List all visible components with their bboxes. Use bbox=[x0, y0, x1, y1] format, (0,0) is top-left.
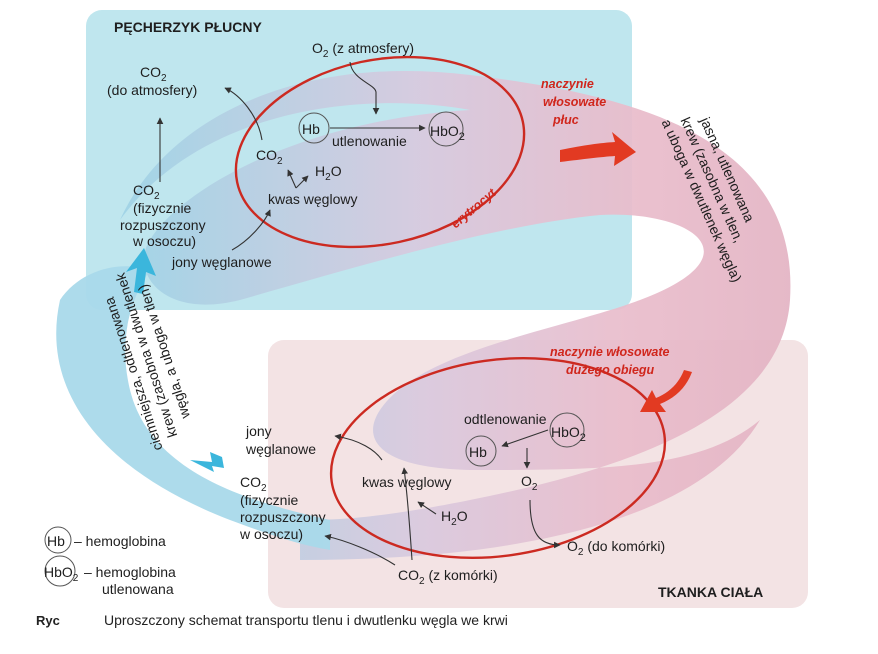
hbo2-circle-top bbox=[428, 111, 464, 147]
co2-plasma-top-4: w osoczu) bbox=[132, 233, 196, 249]
legend-hb-text: – hemoglobina bbox=[74, 533, 166, 549]
co2-to-atmosphere: CO2 bbox=[140, 64, 167, 84]
red-arrow-right bbox=[560, 132, 636, 166]
co2-plasma-top-2: (fizycznie bbox=[133, 200, 192, 216]
h2o-bottom: H2O bbox=[441, 508, 468, 528]
o2-released: O2 bbox=[521, 473, 538, 493]
legend-hbo2-text-1: – hemoglobina bbox=[84, 564, 176, 580]
hb-label-bottom: Hb bbox=[469, 444, 487, 460]
red-arrow-down bbox=[640, 370, 692, 412]
erythrocyte-top bbox=[234, 55, 526, 249]
co2-plasma-bottom-2: (fizycznie bbox=[240, 492, 299, 508]
kwas-weglowy-top: kwas węglowy bbox=[268, 191, 357, 207]
jony-bottom-1: jony bbox=[245, 423, 272, 439]
jony-weglanowe-top: jony węglanowe bbox=[171, 254, 272, 270]
caption-key: Ryc bbox=[36, 613, 60, 628]
utlenowanie-label: utlenowanie bbox=[332, 133, 407, 149]
erythrocyte-bottom bbox=[329, 356, 667, 560]
hb-circle-bottom bbox=[465, 435, 497, 467]
arrow-co2-cell-up bbox=[401, 467, 413, 561]
hbo2-label-bottom: HbO2 bbox=[551, 424, 586, 444]
kwas-weglowy-bottom: kwas węglowy bbox=[362, 474, 451, 490]
jony-bottom-2: węglanowe bbox=[245, 441, 316, 457]
hb-circle-top bbox=[298, 112, 330, 144]
naczynie-pluc-2: włosowate bbox=[543, 95, 606, 109]
co2-in-cell-top: CO2 bbox=[256, 147, 283, 167]
lung-alveolus-title: PĘCHERZYK PŁUCNY bbox=[114, 19, 262, 35]
arrow-co2-cell-to-plasma bbox=[324, 533, 396, 566]
arrow-co2-split-left bbox=[287, 169, 297, 189]
co2-plasma-bottom-4: w osoczu) bbox=[239, 526, 303, 542]
naczynie-pluc-3: płuc bbox=[552, 113, 579, 127]
blue-arrow-left bbox=[190, 452, 224, 472]
capillary-tube-lower-left bbox=[56, 266, 331, 550]
legend-hb-symbol: Hb bbox=[47, 533, 65, 549]
co2-from-cell: CO2 (z komórki) bbox=[398, 567, 498, 587]
co2-plasma-bottom-1: CO2 bbox=[240, 474, 267, 494]
arrow-co2-split-right bbox=[295, 175, 309, 189]
hb-label-top: Hb bbox=[302, 121, 320, 137]
arrow-o2-in bbox=[349, 61, 380, 115]
blue-arrow-up bbox=[126, 248, 156, 294]
arrow-kwas-to-jony bbox=[334, 433, 383, 461]
o2-from-atmosphere: O2 (z atmosfery) bbox=[312, 40, 414, 60]
caption-text: Uproszczony schemat transportu tlenu i d… bbox=[104, 612, 508, 628]
body-tissue-title: TKANKA CIAŁA bbox=[658, 584, 763, 600]
h2o-in-cell-top: H2O bbox=[315, 163, 342, 183]
capillary-tube bbox=[120, 70, 791, 560]
arrow-co2-out bbox=[224, 87, 263, 141]
legend-hbo2-text-2: utlenowana bbox=[102, 581, 174, 597]
arrow-jony-to-kwas bbox=[231, 209, 271, 251]
naczynie-duzego-1: naczynie włosowate bbox=[550, 345, 670, 359]
co2-plasma-top-1: CO2 bbox=[133, 182, 160, 202]
legend-hbo2-circle bbox=[44, 555, 76, 587]
o2-to-cell: O2 (do komórki) bbox=[567, 538, 665, 558]
arrow-hbo2-to-hb bbox=[501, 429, 549, 448]
legend-hb-circle bbox=[44, 526, 72, 554]
legend-hbo2-symbol: HbO2 bbox=[44, 564, 79, 584]
naczynie-pluc-1: naczynie bbox=[541, 77, 594, 91]
co2-plasma-top-3: rozpuszczony bbox=[120, 217, 206, 233]
odtlenowanie-label: odtlenowanie bbox=[464, 411, 547, 427]
arrow-h2o-join bbox=[417, 501, 437, 515]
hbo2-label-top: HbO2 bbox=[430, 123, 465, 143]
co2-to-atmosphere-note: (do atmosfery) bbox=[107, 82, 197, 98]
arrow-o2-to-cell bbox=[529, 499, 561, 549]
hbo2-circle-bottom bbox=[549, 412, 585, 448]
naczynie-duzego-2: dużego obiegu bbox=[566, 363, 655, 377]
co2-plasma-bottom-3: rozpuszczony bbox=[240, 509, 326, 525]
